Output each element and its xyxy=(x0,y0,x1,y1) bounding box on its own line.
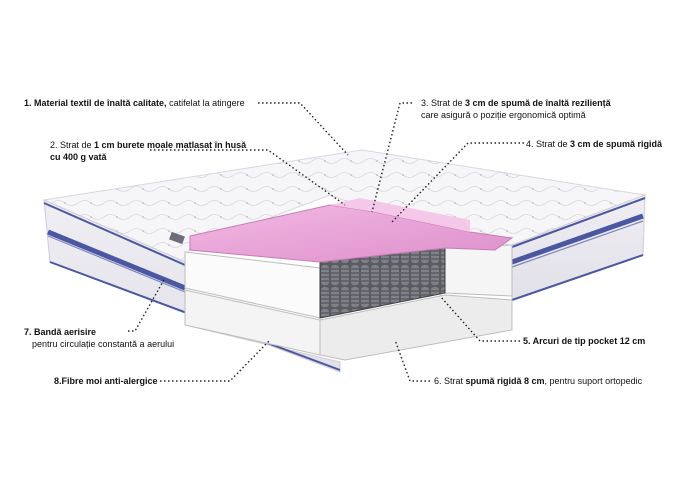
leader-line-2 xyxy=(150,149,346,206)
leader-line-3 xyxy=(371,102,412,213)
mattress-right-side xyxy=(511,194,646,301)
callout-rigid-foam-3cm: 4. Strat de 3 cm de spumă rigidă xyxy=(526,139,663,149)
leader-line-4 xyxy=(391,142,524,223)
callout-pocket-springs: 5. Arcuri de tip pocket 12 cm xyxy=(523,336,646,346)
callout-high-resilience-foam: 3. Strat de 3 cm de spumă de înaltă rezi… xyxy=(421,98,611,120)
callout-anti-allergic-fibers: 8.Fibre moi anti-alergice xyxy=(54,376,158,386)
callout-ventilation-band: 7. Bandă aerisire pentru circulație cons… xyxy=(24,327,175,349)
mattress-cross-section xyxy=(184,198,514,361)
leader-line-6 xyxy=(394,339,430,382)
callout-quilted-sponge-layer: 2. Strat de 1 cm burete moale matlasat î… xyxy=(50,140,247,162)
callout-textile-material: 1. Material textil de înaltă calitate, c… xyxy=(24,98,245,108)
leader-line-5 xyxy=(439,295,520,342)
leader-line-1 xyxy=(258,102,349,156)
callout-rigid-foam-8cm: 6. Strat spumă rigidă 8 cm, pentru supor… xyxy=(434,376,643,386)
leader-lines xyxy=(128,102,524,382)
leader-line-8 xyxy=(160,339,271,382)
mattress-left-side xyxy=(43,199,341,373)
